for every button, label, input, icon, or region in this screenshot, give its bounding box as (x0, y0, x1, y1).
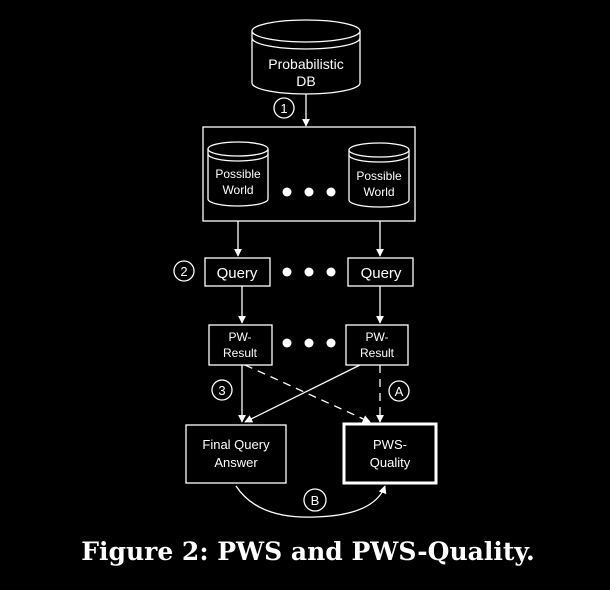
figure-caption: Figure 2: PWS and PWS-Quality. (81, 537, 534, 566)
pws-quality-line2: Quality (370, 455, 411, 470)
pw-result-left-box: PW- Result (208, 324, 273, 366)
curved-arrow-final-to-quality (235, 485, 387, 518)
svg-text:2: 2 (180, 264, 187, 279)
dashed-arrow-result-left-to-quality (244, 364, 371, 423)
step-3-marker: 3 (211, 379, 233, 401)
pws-quality-box: PWS- Quality (342, 422, 438, 485)
step-2-marker: 2 (173, 260, 195, 282)
possible-world-left-line2: World (222, 183, 253, 197)
ellipsis-dots-worlds (282, 187, 336, 197)
query-left-box: Query (204, 257, 271, 287)
svg-text:A: A (395, 384, 404, 399)
step-B-marker: B (303, 488, 327, 512)
pws-quality-line1: PWS- (373, 437, 407, 452)
final-answer-line2: Answer (214, 455, 258, 470)
possible-world-left-cylinder: Possible World (207, 141, 269, 207)
possible-world-right-line1: Possible (356, 169, 402, 183)
pw-result-right-box: PW- Result (345, 324, 409, 366)
svg-text:B: B (311, 493, 320, 508)
step-A-marker: A (388, 380, 410, 402)
svg-text:1: 1 (280, 101, 287, 116)
pw-result-right-line1: PW- (365, 330, 388, 344)
query-right-label: Query (361, 265, 402, 282)
step-1-marker: 1 (273, 97, 295, 119)
db-label-line1: Probabilistic (268, 56, 343, 72)
pw-result-right-line2: Result (360, 346, 395, 360)
arrow-result-right-to-final (244, 364, 361, 423)
svg-text:3: 3 (218, 383, 225, 398)
db-label-line2: DB (296, 73, 315, 89)
possible-world-left-line1: Possible (215, 167, 261, 181)
probabilistic-db-cylinder: Probabilistic DB (251, 19, 361, 95)
ellipsis-dots-queries (282, 267, 336, 277)
query-left-label: Query (217, 265, 258, 282)
pw-result-left-line2: Result (223, 346, 258, 360)
final-answer-line1: Final Query (202, 437, 270, 452)
possible-world-right-line2: World (363, 185, 394, 199)
pw-result-left-line1: PW- (228, 330, 251, 344)
possible-world-right-cylinder: Possible World (348, 142, 410, 208)
query-right-box: Query (347, 257, 414, 287)
ellipsis-dots-results (282, 338, 336, 348)
final-query-answer-box: Final Query Answer (185, 424, 287, 484)
